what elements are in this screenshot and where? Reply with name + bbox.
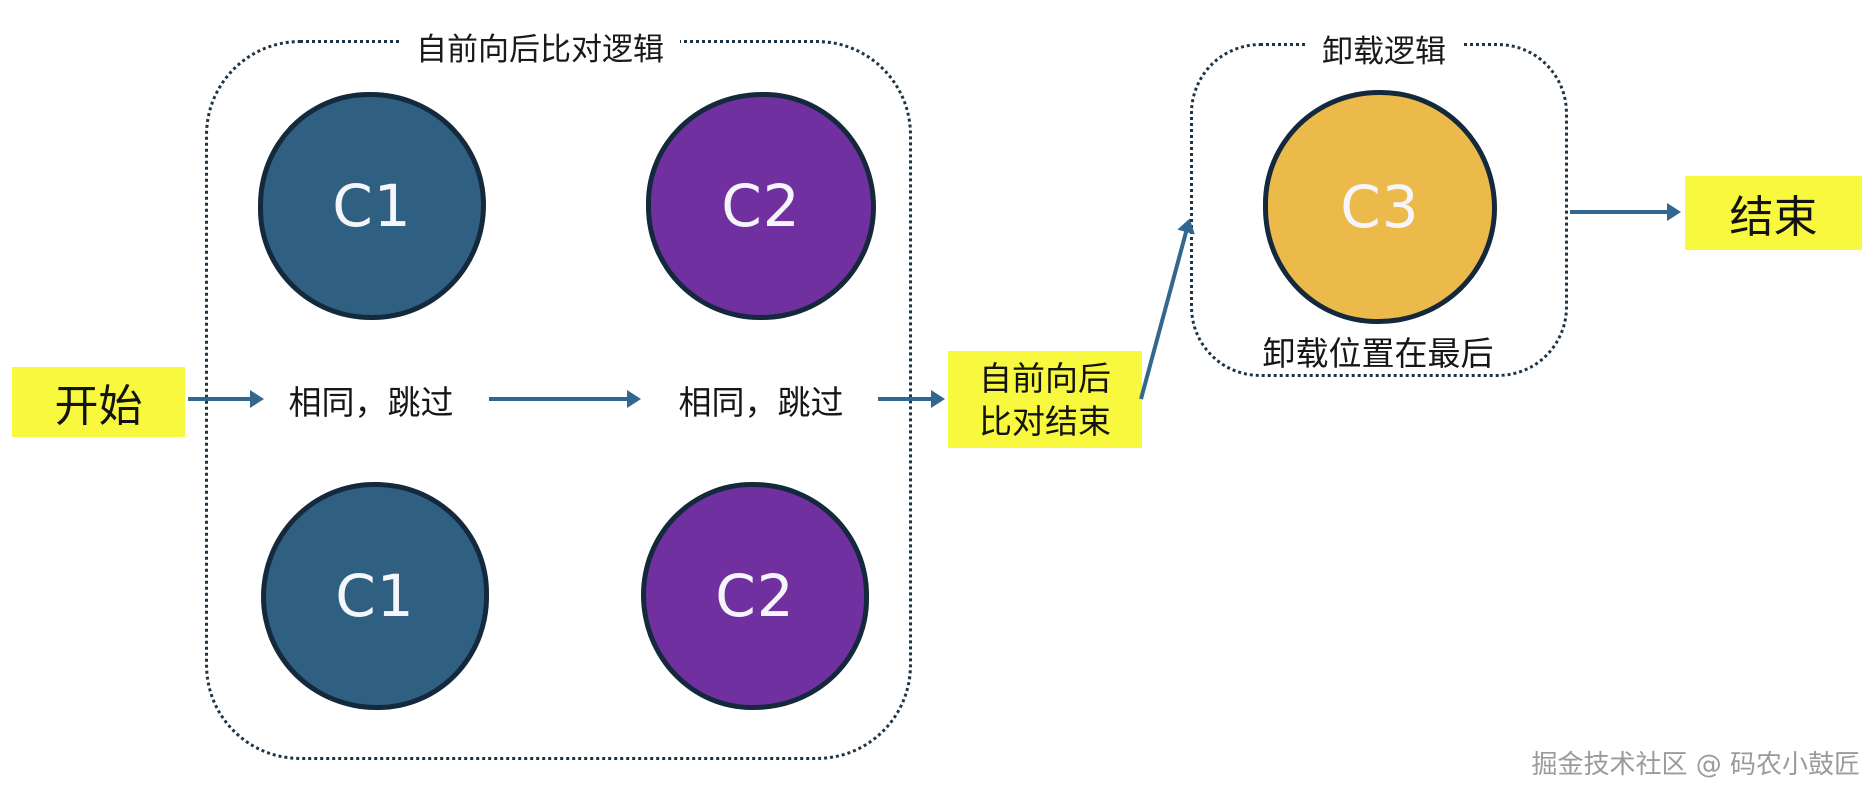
arrow-skip1-to-skip2 [489, 390, 641, 408]
circle-c1-bottom: C1 [261, 482, 489, 710]
unload-logic-group-title: 卸载逻辑 [1306, 26, 1462, 71]
circle-c2-bottom-label: C2 [715, 562, 795, 630]
unload-position-note: 卸载位置在最后 [1262, 334, 1494, 373]
compare-end-node: 自前向后 比对结束 [948, 351, 1142, 448]
watermark: 掘金技术社区 @ 码农小鼓匠 [1531, 750, 1860, 780]
circle-c3-label: C3 [1340, 173, 1420, 241]
start-node: 开始 [12, 367, 185, 437]
compare-logic-group-title: 自前向后比对逻辑 [400, 24, 680, 69]
arrow-skip2-to-compare-end [878, 390, 945, 408]
arrow-head-icon [627, 390, 641, 408]
arrow-compare-end-to-unload [1139, 216, 1199, 400]
circle-c1-top-label: C1 [332, 172, 412, 240]
start-node-label: 开始 [54, 381, 143, 432]
skip-label-1: 相同，跳过 [288, 383, 454, 422]
arrow-head-icon [250, 390, 264, 408]
arrow-start-to-skip1 [188, 390, 264, 408]
circle-c3: C3 [1263, 90, 1497, 324]
arrow-head-icon [931, 390, 945, 408]
circle-c2-top: C2 [646, 92, 876, 320]
compare-end-line2: 比对结束 [979, 401, 1111, 441]
circle-c1-top: C1 [258, 92, 486, 320]
end-node-label: 结束 [1729, 192, 1818, 243]
arrow-head-icon [1667, 203, 1681, 221]
end-node: 结束 [1685, 176, 1862, 250]
skip-label-2: 相同，跳过 [678, 383, 844, 422]
compare-end-line1: 自前向后 [979, 358, 1111, 398]
circle-c1-bottom-label: C1 [335, 562, 415, 630]
circle-c2-top-label: C2 [721, 172, 801, 240]
arrow-unload-to-end [1570, 203, 1681, 221]
circle-c2-bottom: C2 [641, 482, 869, 710]
